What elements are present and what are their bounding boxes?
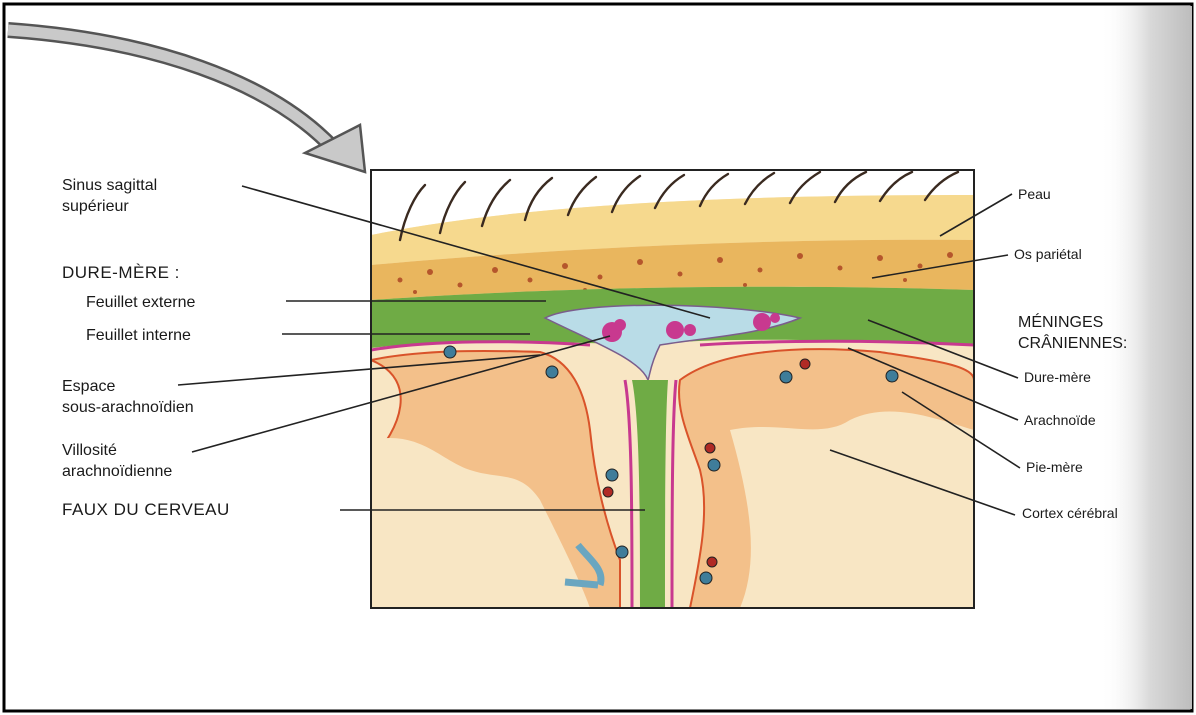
- label-faux-du-cerveau: FAUX DU CERVEAU: [62, 499, 230, 520]
- meninges-cross-section: [371, 170, 974, 608]
- label-sinus-sagittal: Sinus sagittal supérieur: [62, 175, 157, 217]
- label-feuillet-externe: Feuillet externe: [86, 292, 195, 313]
- label-os-parietal: Os pariétal: [1014, 244, 1082, 265]
- label-arachnoide: Arachnoïde: [1024, 410, 1096, 431]
- label-villosite-arachnoidienne: Villosité arachnoïdienne: [62, 440, 172, 482]
- label-espace-sous-arachnoidien: Espace sous-arachnoïdien: [62, 376, 194, 418]
- label-feuillet-interne: Feuillet interne: [86, 325, 191, 346]
- label-cortex-cerebral: Cortex cérébral: [1022, 503, 1118, 524]
- label-peau: Peau: [1018, 184, 1051, 205]
- label-pie-mere: Pie-mère: [1026, 457, 1083, 478]
- label-meninges-craniennes: MÉNINGES CRÂNIENNES:: [1018, 312, 1127, 354]
- curved-arrow-icon: [8, 30, 365, 172]
- label-dure-mere-heading: DURE-MÈRE :: [62, 262, 180, 283]
- label-dure-mere: Dure-mère: [1024, 367, 1091, 388]
- page-edge-shadow: [1100, 6, 1192, 709]
